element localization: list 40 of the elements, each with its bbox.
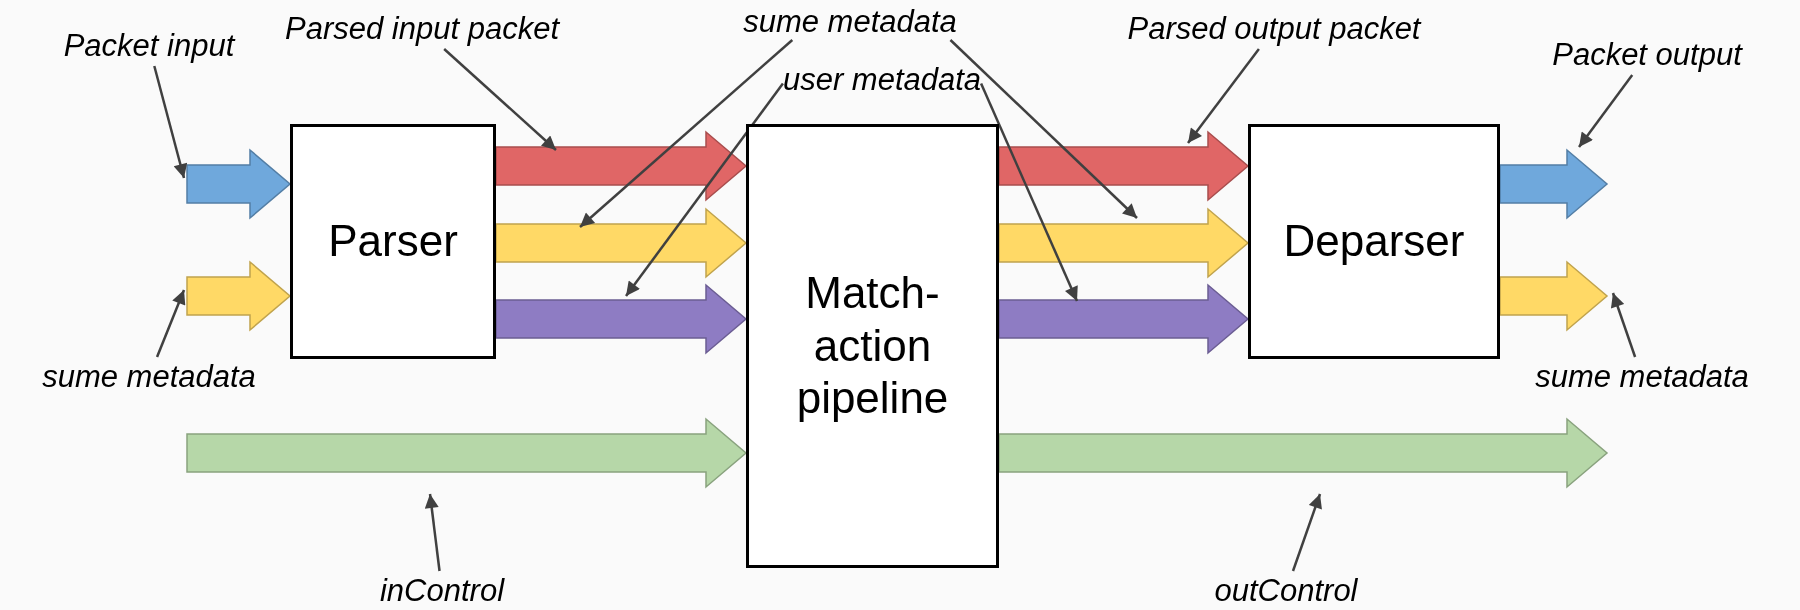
block-arrow xyxy=(186,148,292,220)
callout-label: sume metadata xyxy=(1535,359,1749,395)
block-arrow xyxy=(998,417,1609,489)
callout-label: Packet input xyxy=(63,28,235,64)
leader-line xyxy=(155,289,186,358)
process-box xyxy=(746,124,999,568)
box-label: Match-action pipeline xyxy=(795,266,950,425)
leader-line xyxy=(625,82,784,297)
block-arrow xyxy=(1499,260,1609,332)
leader-line xyxy=(579,39,794,228)
box-label: Parser xyxy=(328,215,458,268)
leader-line xyxy=(1578,74,1634,148)
box-label: Deparser xyxy=(1283,215,1465,268)
block-arrow xyxy=(998,283,1250,355)
leader-line xyxy=(153,65,188,179)
leader-line xyxy=(1291,493,1322,572)
block-arrow xyxy=(186,260,292,332)
leader-line xyxy=(949,39,1138,219)
callout-label: outControl xyxy=(1214,573,1358,609)
block-arrow xyxy=(495,130,748,202)
leader-line xyxy=(443,48,557,151)
leader-line xyxy=(1187,48,1260,144)
block-arrow xyxy=(998,130,1250,202)
callout-label: user metadata xyxy=(782,62,982,98)
block-arrow xyxy=(495,283,748,355)
callout-label: sume metadata xyxy=(743,4,957,40)
block-arrow xyxy=(186,417,748,489)
process-box xyxy=(290,124,496,359)
callout-label: sume metadata xyxy=(42,359,256,395)
process-box xyxy=(1248,124,1500,359)
block-arrow xyxy=(998,207,1250,279)
block-arrow xyxy=(495,207,748,279)
callout-label: Parsed input packet xyxy=(285,11,559,47)
leader-line xyxy=(424,493,441,572)
callout-label: Packet output xyxy=(1552,37,1742,73)
block-arrow xyxy=(1499,148,1609,220)
leader-line xyxy=(979,83,1079,302)
callout-label: inControl xyxy=(379,573,505,609)
leader-line xyxy=(1610,292,1637,358)
callout-label: Parsed output packet xyxy=(1127,11,1421,47)
